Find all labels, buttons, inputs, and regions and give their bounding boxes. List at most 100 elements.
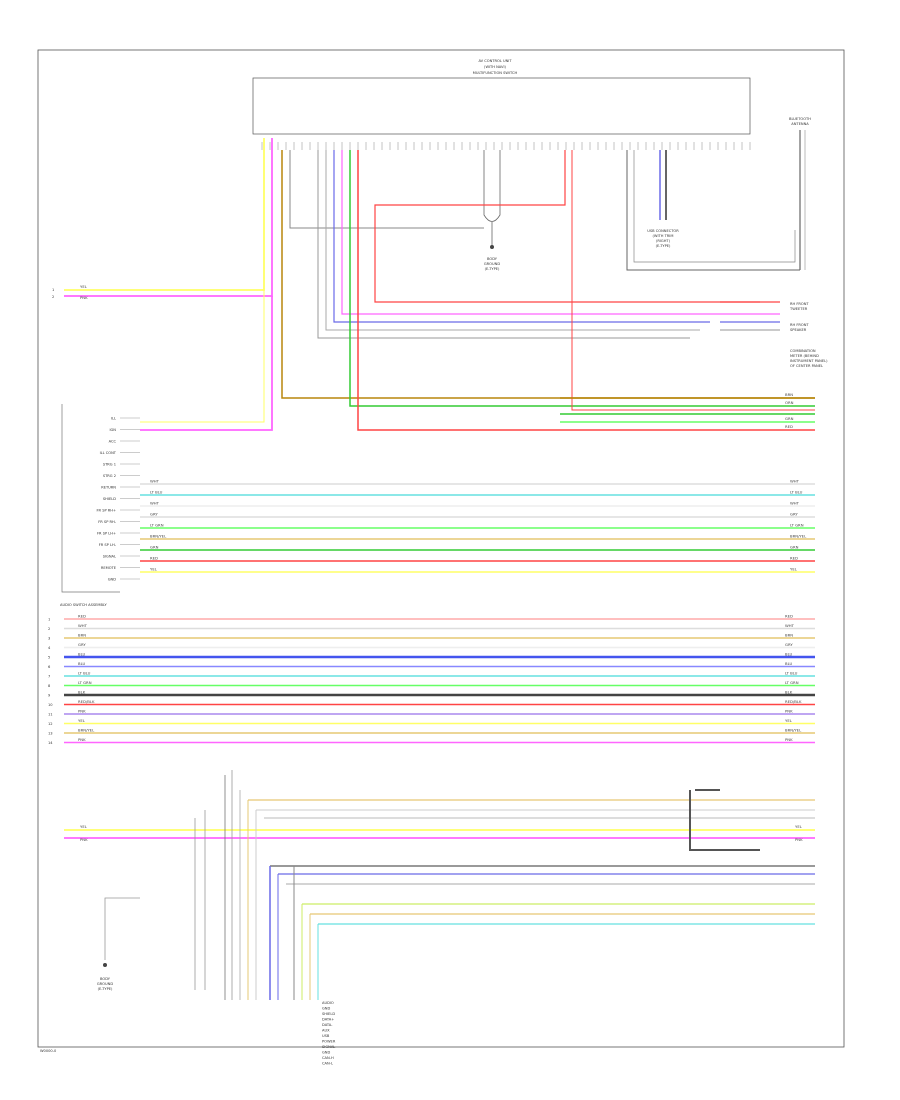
usb-title-3: (RIGHT) bbox=[656, 239, 671, 243]
bundle-wire-label: BLK bbox=[78, 690, 86, 695]
bundle-pin-number: 6 bbox=[48, 665, 51, 669]
audio-pin-label: ILL bbox=[111, 417, 116, 421]
bluetooth-antenna: BLUETOOTH ANTENNA bbox=[789, 117, 811, 270]
bundle-wire-label: BRN/YEL bbox=[785, 728, 802, 733]
audio-pin-label: SIGNAL bbox=[103, 555, 116, 559]
diagram-frame bbox=[37, 49, 845, 1048]
bundle-pin-number: 14 bbox=[48, 741, 53, 745]
lower-pin-label: CAN-H bbox=[322, 1056, 334, 1060]
wire-label-brn: BRN bbox=[785, 392, 793, 397]
usb-title-4: (E-TYPE) bbox=[656, 244, 671, 248]
ground1-title-2: GROUND bbox=[484, 262, 500, 266]
wire-blu-1 bbox=[333, 150, 710, 323]
meter-title-2: METER (BEHIND bbox=[790, 354, 819, 358]
lower-pin-label: POWER bbox=[322, 1040, 336, 1044]
audio-switch-header: AUDIO SWITCH ASSEMBLY bbox=[60, 603, 108, 607]
bundle-wire-label: PNK bbox=[78, 737, 86, 742]
bundle-wire-label: BLU bbox=[785, 652, 793, 657]
wire-label-pnk-low: PNK bbox=[80, 837, 88, 842]
bundle-pin-number: 1 bbox=[48, 618, 50, 622]
audio-pin-label: STRG 2 bbox=[103, 474, 116, 478]
feed-pin-1: 1 bbox=[52, 288, 54, 292]
wire-pnk-2 bbox=[341, 150, 720, 315]
wire-brn bbox=[281, 150, 815, 399]
ground2-title-2: GROUND bbox=[97, 982, 113, 986]
wire-wht-1 bbox=[325, 150, 700, 331]
body-ground-1: BODY GROUND (E-TYPE) bbox=[483, 150, 501, 271]
bundle-pin-number: 7 bbox=[48, 675, 50, 679]
bundle-wire-label: GRY bbox=[150, 512, 158, 517]
top-power-feed: YEL PNK 1 2 bbox=[52, 138, 273, 300]
bundle-wire-label: BRN bbox=[785, 633, 793, 638]
lower-pin-label: DATA+ bbox=[322, 1018, 334, 1022]
usb-jack: USB CONNECTOR (WITH TRIM (RIGHT) (E-TYPE… bbox=[647, 150, 679, 248]
bundle-pin-number: 3 bbox=[48, 637, 50, 641]
bundle-wire-label: BLK bbox=[785, 690, 793, 695]
right-speaker-wires bbox=[720, 301, 780, 331]
lower-pin-label: DATA- bbox=[322, 1023, 333, 1027]
bundle-wire-label: LT GRN bbox=[790, 523, 804, 528]
audio-pin-label: REMOTE bbox=[101, 566, 117, 570]
bundle-wire-label: BRN/YEL bbox=[78, 728, 95, 733]
bundle-wire-label: YEL bbox=[785, 718, 793, 723]
wire-label-yel-top: YEL bbox=[80, 284, 88, 289]
bundle-pin-number: 4 bbox=[48, 646, 51, 650]
ground2-title-1: BODY bbox=[100, 977, 111, 981]
wire-red-1 bbox=[357, 150, 815, 431]
audio-pin-label: FR SP LH- bbox=[99, 543, 117, 547]
wire-label-pnk-low-r: PNK bbox=[795, 837, 803, 842]
meter-wires bbox=[560, 397, 815, 423]
wire-gry-1 bbox=[317, 150, 690, 339]
usb-title-1: USB CONNECTOR bbox=[647, 229, 679, 233]
footer-code: W0000-0 bbox=[40, 1049, 57, 1053]
meter-title-1: COMBINATION bbox=[790, 349, 816, 353]
wire-label-pnk-top: PNK bbox=[80, 295, 88, 300]
feed-pin-2: 2 bbox=[52, 295, 54, 299]
audio-pin-label: FR SP RH- bbox=[98, 520, 116, 524]
av-unit-title-2: (WITH NAVI) bbox=[484, 65, 506, 69]
audio-pin-label: GND bbox=[108, 578, 116, 582]
wire-label-yel-low-r: YEL bbox=[795, 824, 803, 829]
bundle-wire-label: RED bbox=[150, 556, 158, 561]
bundle-wire-label: YEL bbox=[150, 567, 158, 572]
bundle-wire-label: RED bbox=[78, 614, 86, 619]
bundle-wire-label: LT BLU bbox=[150, 490, 163, 495]
av-control-unit: AV CONTROL UNIT (WITH NAVI) MULTIFUNCTIO… bbox=[252, 59, 751, 150]
bundle-wire-label: WHT bbox=[150, 501, 160, 506]
bundle-pin-number: 13 bbox=[48, 732, 53, 736]
audio-pin-label: SHIELD bbox=[103, 497, 116, 501]
lower-pin-label: GND bbox=[322, 1007, 330, 1011]
audio-pin-label: IGN bbox=[109, 428, 116, 432]
bundle-wire-label: BLU bbox=[78, 652, 86, 657]
av-unit-box bbox=[252, 77, 751, 135]
wire-label-orn: ORN bbox=[785, 400, 794, 405]
meter-title-3: INSTRUMENT PANEL) bbox=[790, 359, 828, 363]
wire-red-3 bbox=[571, 150, 815, 411]
ground1-title-3: (E-TYPE) bbox=[485, 267, 500, 271]
bundle-wire-label: PNK bbox=[78, 709, 86, 714]
bundle-pin-number: 12 bbox=[48, 722, 53, 726]
wire-label-grn: GRN bbox=[785, 416, 794, 421]
usb-title-2: (WITH TRIM bbox=[653, 234, 674, 238]
bundle-pin-number: 11 bbox=[48, 713, 53, 717]
lower-pin-label: USB bbox=[322, 1034, 330, 1038]
bundle-wire-label: GRY bbox=[78, 642, 86, 647]
usb-bracket-inner bbox=[633, 150, 796, 263]
usb-bracket bbox=[626, 150, 800, 271]
speaker-title-3: RH FRONT bbox=[790, 323, 809, 327]
bundle-wire-label: YEL bbox=[78, 718, 86, 723]
bundle-wire-label: RED bbox=[785, 614, 793, 619]
bundle-pin-number: 5 bbox=[48, 656, 50, 660]
audio-pin-label: FR SP LH+ bbox=[97, 532, 116, 536]
bundle-wire-label: LT GRN bbox=[785, 680, 799, 685]
lower-pin-label: CAN-L bbox=[322, 1062, 333, 1066]
bundle-wire-label: LT BLU bbox=[790, 490, 803, 495]
speaker-title-4: SPEAKER bbox=[790, 328, 807, 332]
lower-pin-label: GND bbox=[322, 1051, 330, 1055]
lower-pin-label: AUDIO bbox=[322, 1001, 334, 1005]
bundle-pin-number: 8 bbox=[48, 684, 51, 688]
bundle-wire-label: BLU bbox=[78, 661, 86, 666]
